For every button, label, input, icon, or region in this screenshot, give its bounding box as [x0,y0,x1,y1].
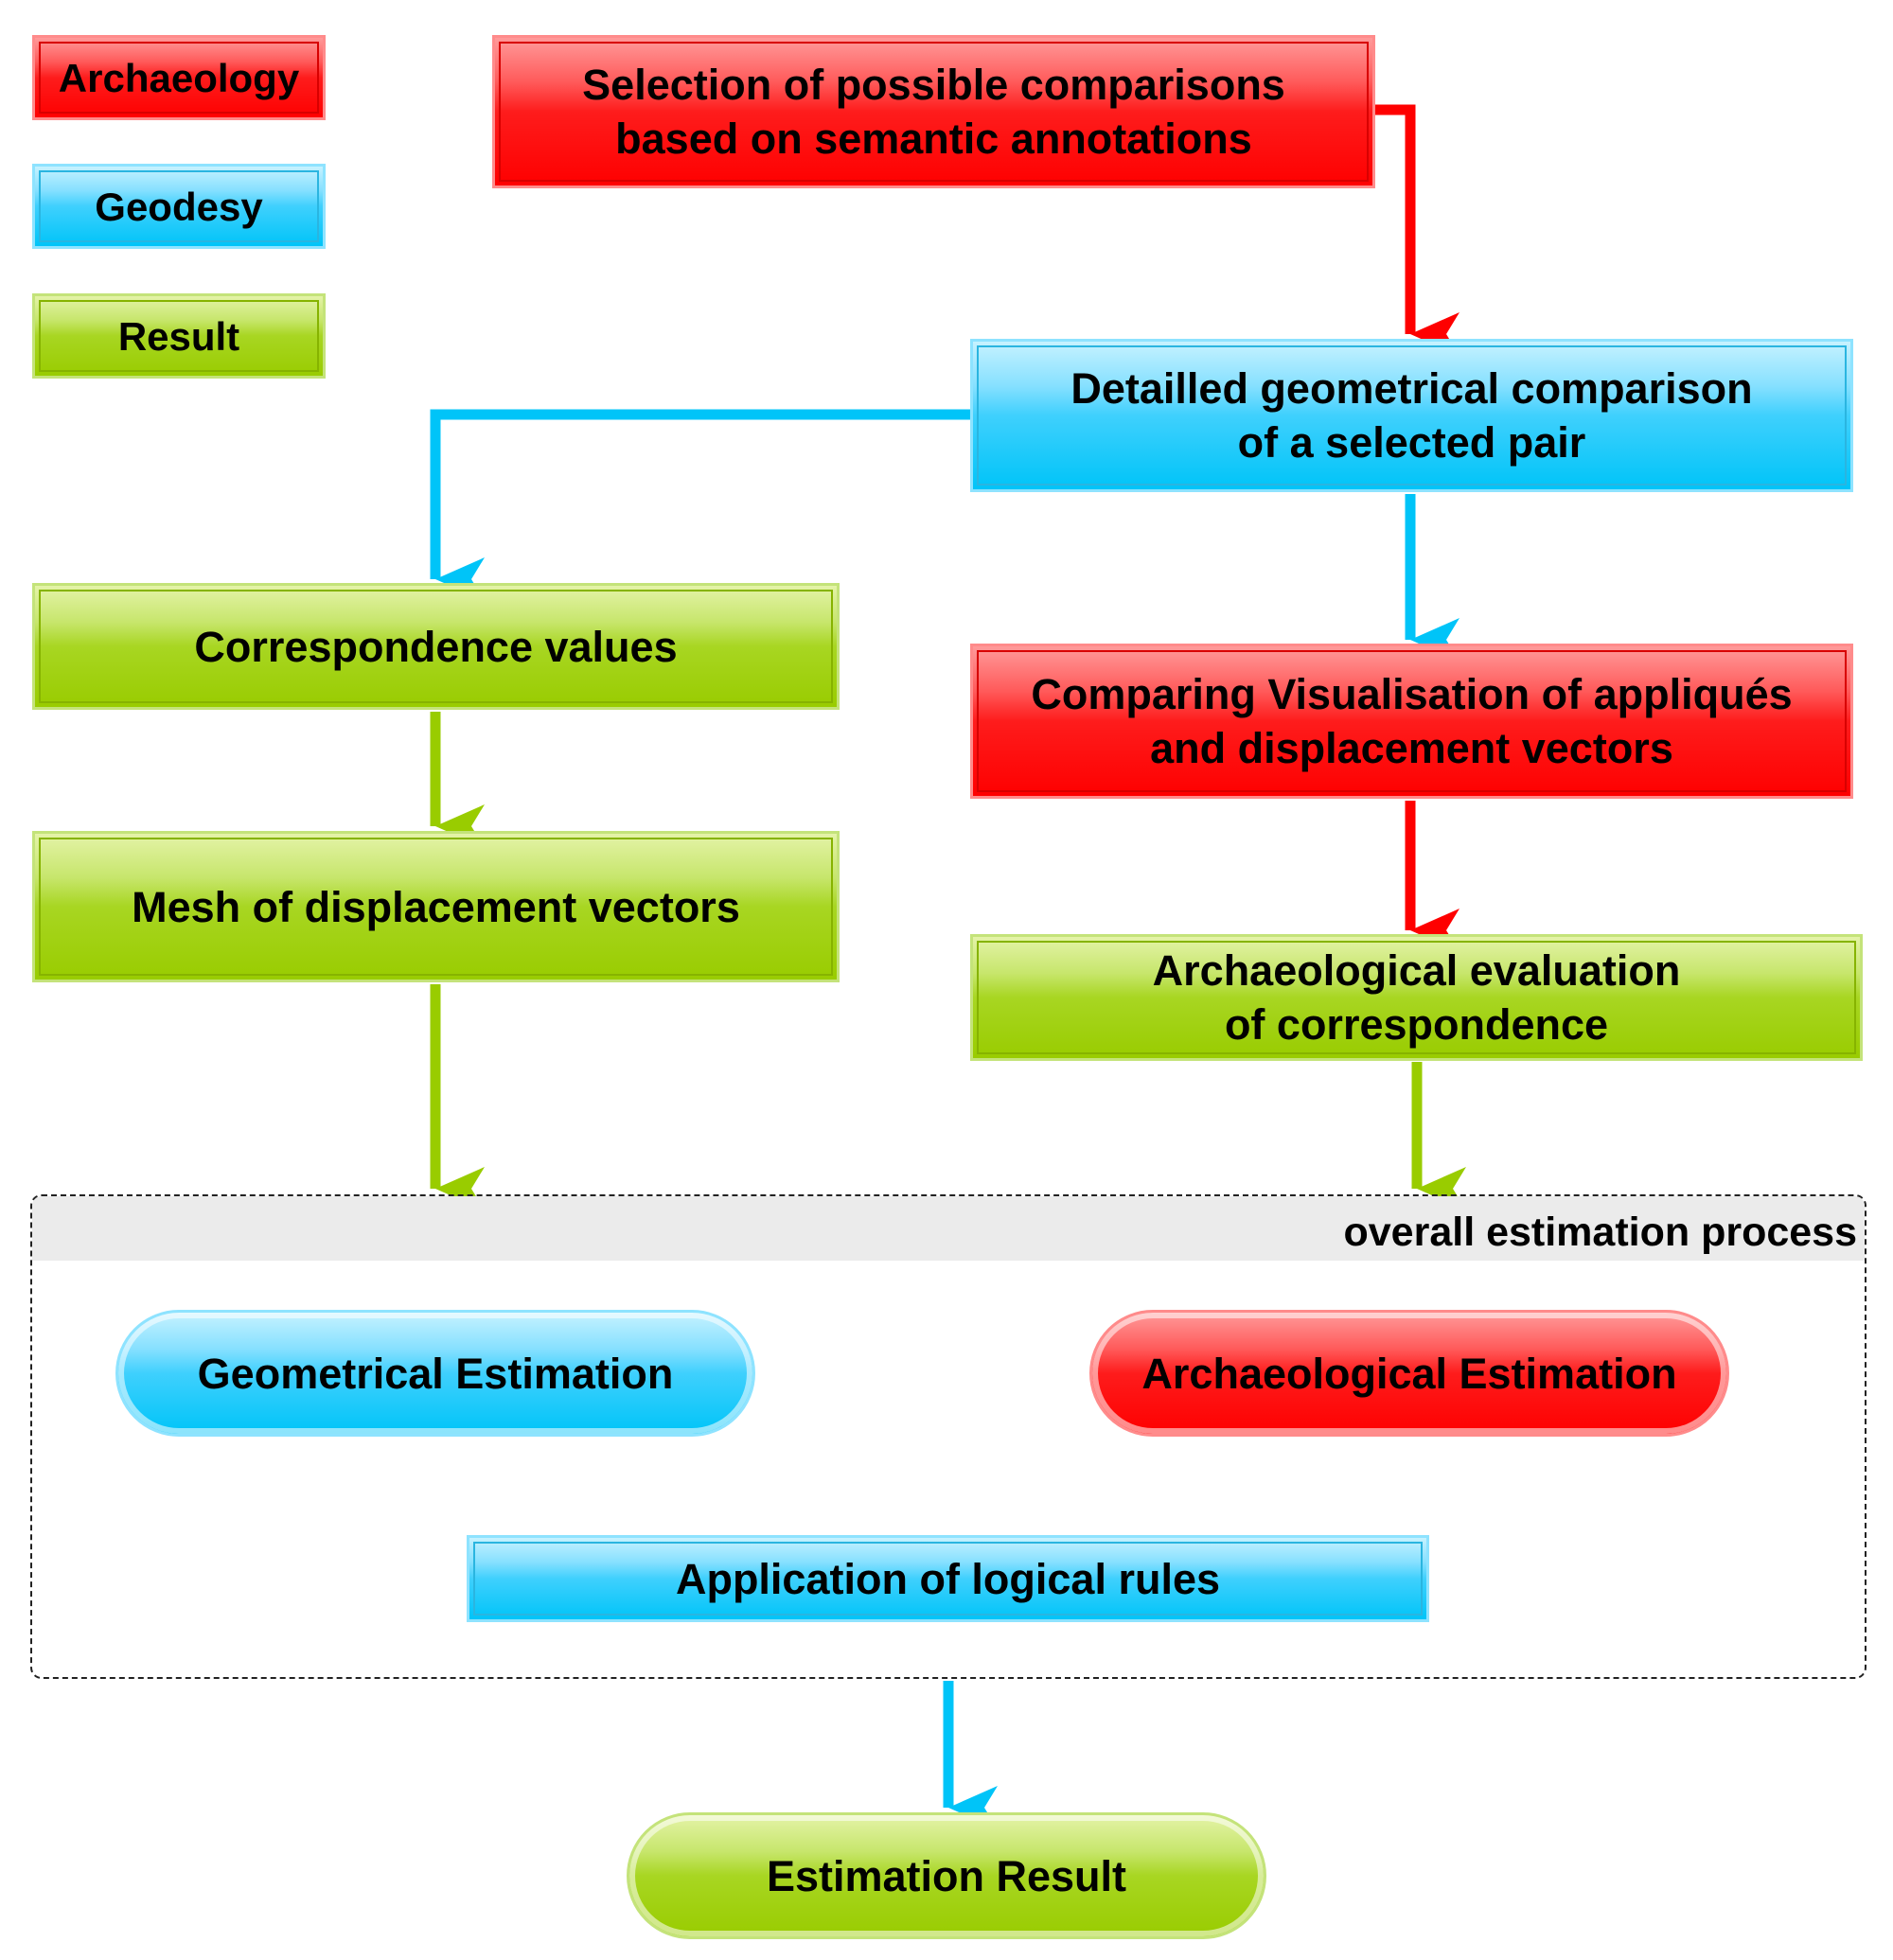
arrow-selection-to-detailed [1375,104,1460,356]
legend-result: Result [32,293,326,379]
legend-archaeology: Archaeology [32,35,326,120]
node-geometrical-estimation: Geometrical Estimation [115,1310,755,1437]
node-archaeological-evaluation: Archaeological evaluation of corresponde… [970,934,1863,1061]
node-archaeological-estimation: Archaeological Estimation [1089,1310,1729,1437]
node-mesh-of-displacement-vectors: Mesh of displacement vectors [32,831,840,982]
node-correspondence-values: Correspondence values [32,583,840,710]
group-title: overall estimation process [1343,1210,1858,1255]
node-detailed-geometrical-comparison: Detailled geometrical comparison of a se… [970,339,1853,492]
arrow-detailed-to-correspondence [430,409,970,601]
group-header: overall estimation process [32,1196,1865,1261]
node-comparing-visualisation: Comparing Visualisation of appliqués and… [970,644,1853,799]
node-selection-of-comparisons: Selection of possible comparisons based … [492,35,1375,188]
overall-estimation-process-group: overall estimation process [30,1194,1866,1679]
legend-geodesy: Geodesy [32,164,326,249]
node-estimation-result: Estimation Result [627,1812,1266,1939]
node-application-of-logical-rules: Application of logical rules [467,1535,1429,1622]
